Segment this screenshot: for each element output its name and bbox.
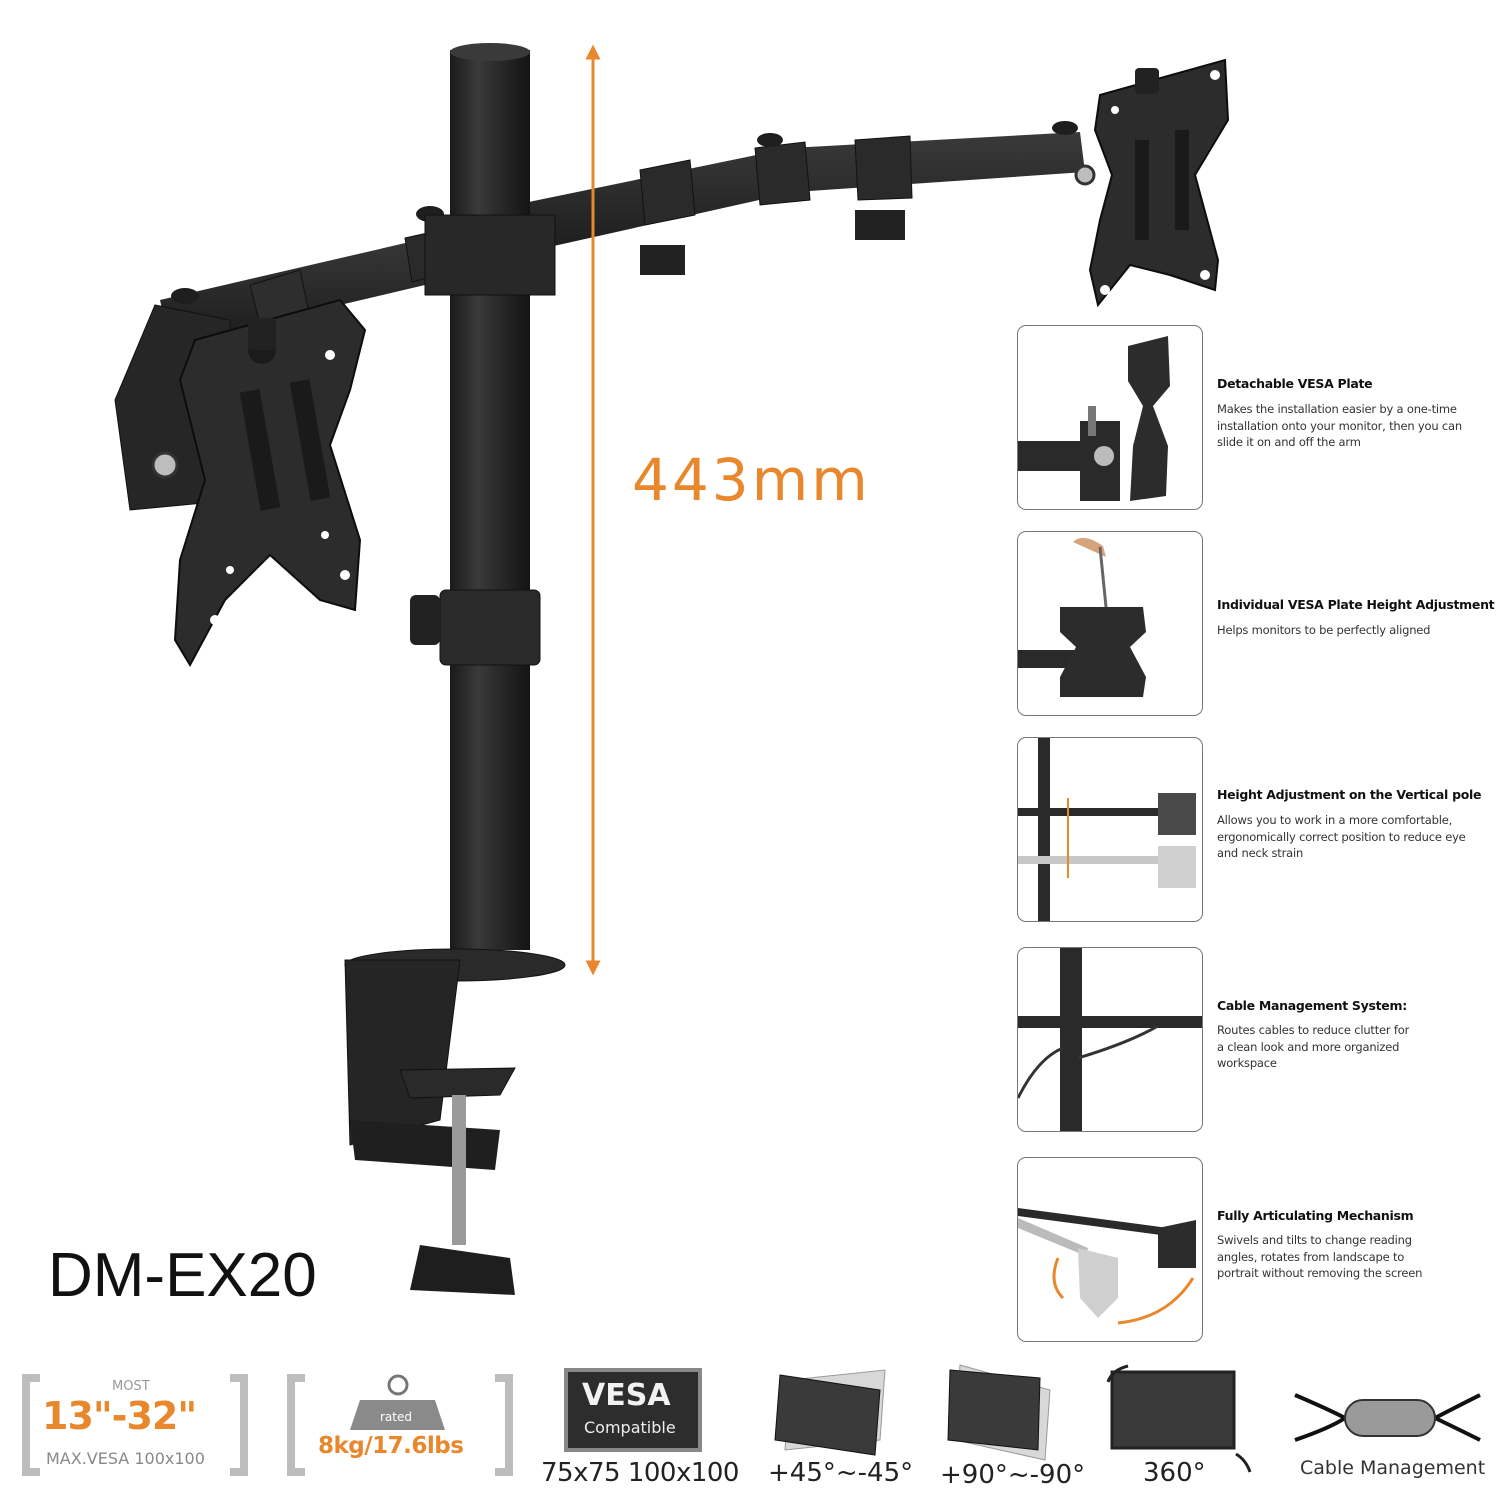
right-arm — [490, 121, 1085, 275]
model-number: DM-EX20 — [48, 1241, 317, 1310]
feature-desc-1: Makes the installation easier by a one-t… — [1217, 401, 1482, 451]
vesa-brand: VESA — [582, 1378, 671, 1413]
height-dimension-label: 443mm — [632, 446, 871, 514]
desk-clamp — [344, 948, 566, 1295]
feature-desc-4-line-2: a clean look and more organized — [1217, 1039, 1400, 1054]
tilt-icon — [774, 1369, 886, 1456]
tilt-range: +45°~-45° — [768, 1458, 914, 1488]
feature-desc-1-line-3: slide it on and off the arm — [1217, 435, 1361, 449]
swivel-icon — [1106, 1364, 1252, 1473]
feature-desc-3: Allows you to work in a more comfortable… — [1217, 812, 1482, 862]
feature-desc-3-line-1: Allows you to work in a more comfortable… — [1217, 813, 1453, 827]
feature-title-4: Cable Management System: — [1217, 998, 1407, 1013]
feature-panel-vesa-height — [1017, 531, 1203, 716]
size-top-label: MOST — [112, 1379, 150, 1394]
rotate-range: +90°~-90° — [940, 1460, 1086, 1490]
size-bracket — [22, 1374, 248, 1476]
feature-title-2: Individual VESA Plate Height Adjustment — [1217, 597, 1495, 612]
cable-label: Cable Management — [1300, 1457, 1486, 1479]
feature-desc-4-line-3: workspace — [1217, 1056, 1277, 1070]
feature-panel-pole-height — [1017, 737, 1203, 922]
feature-panel-articulating — [1017, 1157, 1203, 1342]
feature-desc-1-line-2: installation onto your monitor, then you… — [1217, 418, 1462, 433]
rotate-icon — [947, 1364, 1051, 1461]
left-vesa-plate — [114, 298, 367, 668]
weight-value: 8kg/17.6lbs — [318, 1433, 464, 1459]
feature-desc-4: Routes cables to reduce clutter for a cl… — [1217, 1022, 1482, 1072]
feature-desc-5-line-2: angles, rotates from landscape to — [1217, 1249, 1405, 1264]
feature-desc-5-line-1: Swivels and tilts to change reading — [1217, 1233, 1412, 1247]
weight-icon — [350, 1374, 445, 1430]
vesa-sub: Compatible — [584, 1418, 676, 1437]
weight-bracket — [287, 1374, 513, 1476]
feature-panel-detachable — [1017, 325, 1203, 510]
weight-badge-label: rated — [380, 1410, 412, 1424]
feature-panel-cable — [1017, 947, 1203, 1132]
feature-desc-2-line-1: Helps monitors to be perfectly aligned — [1217, 623, 1431, 637]
size-range: 13"-32" — [42, 1394, 197, 1438]
feature-desc-1-line-1: Makes the installation easier by a one-t… — [1217, 402, 1457, 416]
feature-title-5: Fully Articulating Mechanism — [1217, 1208, 1414, 1223]
vesa-badge — [564, 1368, 702, 1452]
swivel-range: 360° — [1143, 1458, 1206, 1488]
feature-title-3: Height Adjustment on the Vertical pole — [1217, 787, 1482, 802]
feature-title-1: Detachable VESA Plate — [1217, 376, 1373, 391]
feature-desc-5: Swivels and tilts to change reading angl… — [1217, 1232, 1482, 1282]
feature-desc-5-line-3: portrait without removing the screen — [1217, 1266, 1423, 1280]
feature-desc-3-line-2: ergonomically correct position to reduce… — [1217, 829, 1466, 844]
size-vesa-label: MAX.VESA 100x100 — [46, 1449, 205, 1468]
cable-icon — [1294, 1393, 1481, 1442]
feature-desc-3-line-3: and neck strain — [1217, 846, 1304, 860]
feature-desc-2: Helps monitors to be perfectly aligned — [1217, 622, 1482, 639]
right-vesa-plate — [1074, 58, 1230, 308]
feature-desc-4-line-1: Routes cables to reduce clutter for — [1217, 1023, 1410, 1037]
vesa-sizes: 75x75 100x100 — [541, 1458, 739, 1488]
vertical-pole — [410, 43, 556, 950]
